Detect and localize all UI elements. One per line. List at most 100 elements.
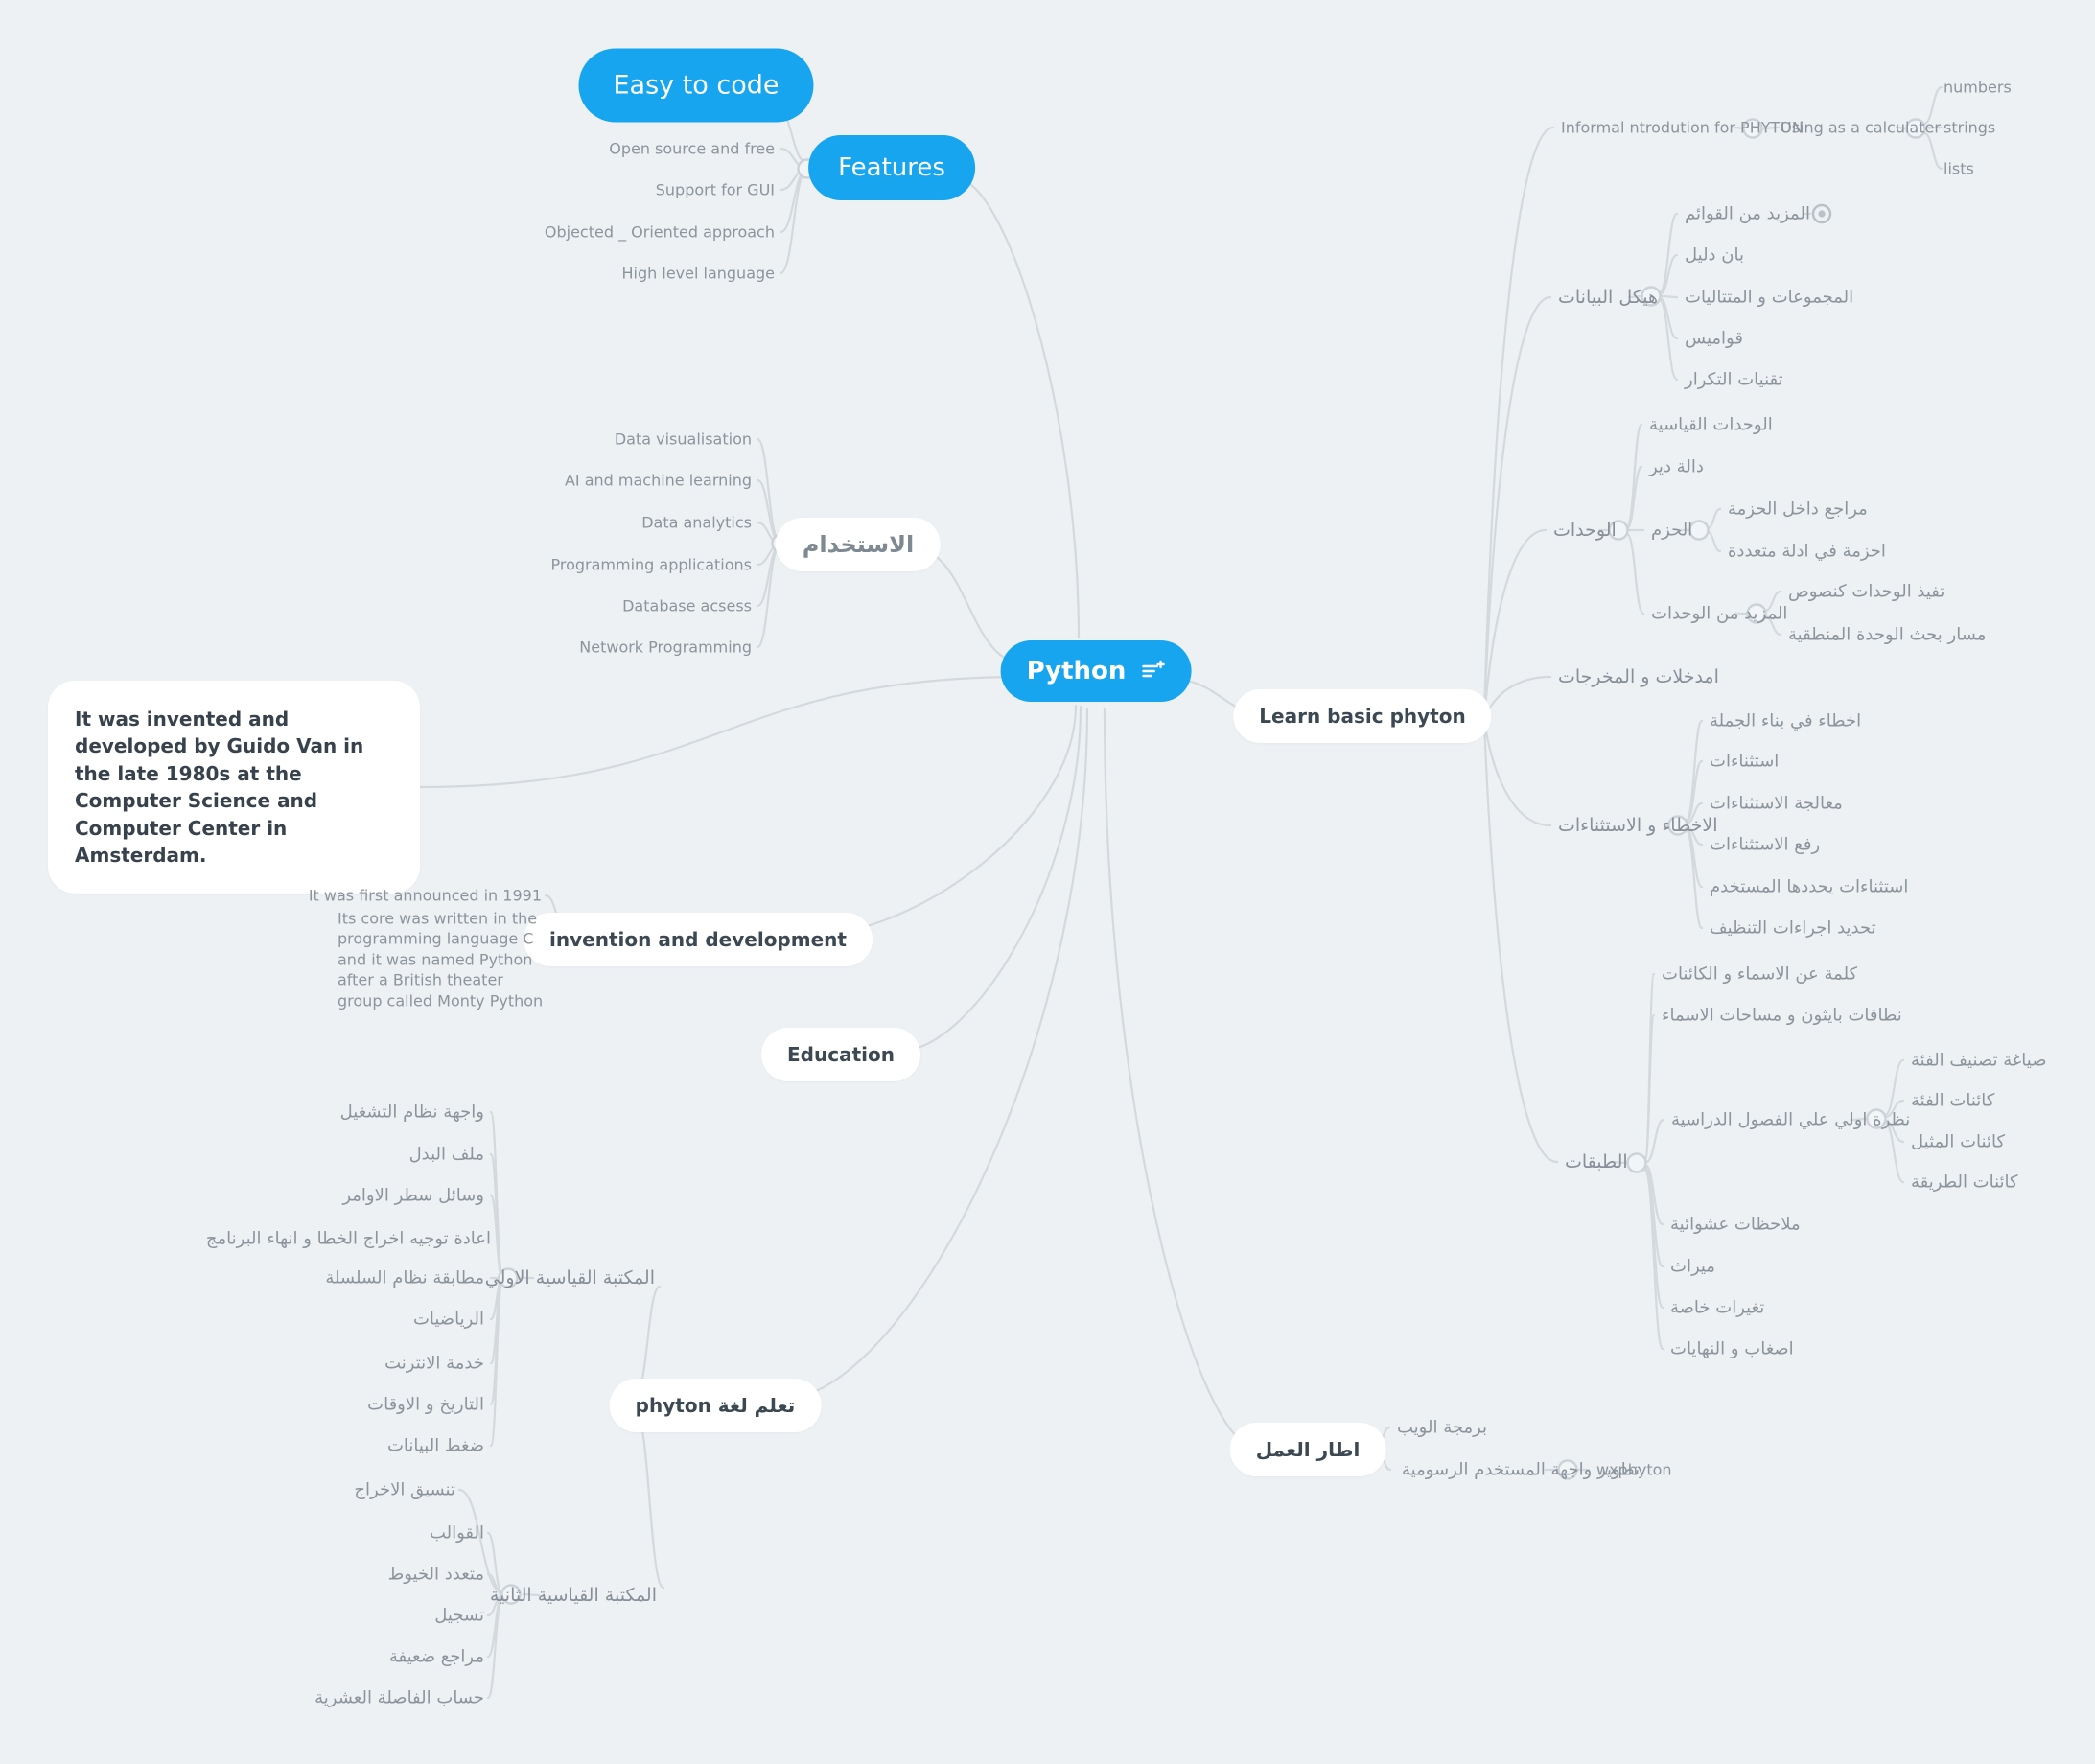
fw-wxphyton[interactable]: wxphyton: [1596, 1461, 1672, 1479]
mod-dir-function[interactable]: دالة دير: [1649, 457, 1704, 477]
cls-class-objects[interactable]: كائنات الفئة: [1911, 1091, 1994, 1111]
branch-hub[interactable]: [1667, 815, 1688, 836]
invention-and-development[interactable]: invention and development: [524, 913, 873, 966]
core-language-note[interactable]: Its core was written in the programming …: [338, 908, 548, 1010]
mod-standard-modules[interactable]: الوحدات القياسية: [1649, 415, 1773, 435]
cls-inheritance[interactable]: ميراث: [1670, 1257, 1715, 1277]
feature-oop[interactable]: Objected _ Oriented approach: [545, 223, 775, 242]
err-exceptions[interactable]: استثناءات: [1710, 752, 1779, 772]
calc-lists[interactable]: lists: [1944, 160, 1974, 178]
cls-instance-objects[interactable]: كائنات المثيل: [1911, 1132, 2005, 1152]
branch-hub[interactable]: [1866, 1108, 1887, 1129]
branch-hub[interactable]: [1641, 286, 1662, 307]
fw-gui-development[interactable]: تطوير واجهة المستخدم الرسومية: [1402, 1460, 1640, 1480]
feature-gui[interactable]: Support for GUI: [656, 181, 775, 199]
usage-ai-ml[interactable]: AI and machine learning: [565, 472, 752, 490]
calc-strings[interactable]: strings: [1944, 119, 1995, 137]
standard-library-2[interactable]: المكتبة القياسية الثانية: [490, 1585, 657, 1606]
cls-random-remarks[interactable]: ملاحظات عشوائية: [1670, 1215, 1801, 1235]
branch-hub[interactable]: [498, 1267, 519, 1288]
standard-library-1[interactable]: المكتبة القياسية الاولي: [485, 1267, 655, 1288]
cls-definition-syntax[interactable]: صياغة تصنيف الفئة: [1911, 1051, 2047, 1071]
lib2-logging[interactable]: تسجيل: [434, 1606, 484, 1626]
learn-phyton-language[interactable]: تعلم لغة phyton: [609, 1379, 822, 1432]
data-structures[interactable]: هيكل البيانات: [1558, 287, 1658, 308]
lib1-os-interface[interactable]: واجهة نظام التشغيل: [340, 1102, 484, 1123]
branch-hub[interactable]: [1608, 520, 1629, 541]
learn-basic-phyton[interactable]: Learn basic phyton: [1233, 689, 1492, 743]
lib2-multithreading[interactable]: متعدد الخيوط: [388, 1565, 484, 1585]
lib1-internet-service[interactable]: خدمة الانترنت: [384, 1354, 484, 1374]
lib1-math[interactable]: الرياضيات: [413, 1310, 484, 1330]
feature-open-source[interactable]: Open source and free: [609, 140, 775, 158]
pkg-multiple-directories[interactable]: احزمة في ادلة متعددة: [1728, 542, 1886, 562]
branch-hub[interactable]: [1557, 1459, 1578, 1480]
cls-method-objects[interactable]: كائنات الطريقة: [1911, 1172, 2018, 1193]
mod-packages[interactable]: الحزم: [1651, 521, 1692, 541]
more-mod-as-scripts[interactable]: تفيذ الوحدات كنصوص: [1788, 582, 1944, 602]
branch-hub[interactable]: [1905, 118, 1926, 139]
cls-names-objects[interactable]: كلمة عن الاسماء و الكائنات: [1662, 964, 1857, 985]
features[interactable]: Features: [808, 135, 975, 200]
classes[interactable]: الطبقات: [1565, 1151, 1628, 1172]
usage-data-analytics[interactable]: Data analytics: [641, 514, 752, 532]
connector: [1482, 126, 1555, 718]
guido-note[interactable]: It was invented and developed by Guido V…: [48, 680, 420, 894]
err-syntax-errors[interactable]: اخطاء في بناء الجملة: [1710, 711, 1861, 731]
modules[interactable]: الوحدات: [1553, 520, 1617, 541]
lib2-templates[interactable]: القوالب: [430, 1523, 484, 1544]
err-raising-exceptions[interactable]: رفع الاستثناءات: [1710, 835, 1820, 855]
lib1-dates-times[interactable]: التاريخ و الاوقات: [367, 1395, 484, 1415]
lib2-decimal-arithmetic[interactable]: حساب الفاصلة العشرية: [314, 1688, 484, 1708]
ds-dictionaries[interactable]: قواميس: [1685, 329, 1743, 349]
ds-more-lists[interactable]: المزيد من القوائم: [1685, 204, 1810, 224]
lib1-string-matching[interactable]: مطابقة نظام السلسلة: [325, 1268, 484, 1288]
collapsed-more-lists-collapse-icon[interactable]: [1811, 203, 1832, 224]
ds-sets-sequences[interactable]: المجموعات و المتتاليات: [1685, 288, 1853, 308]
classes-label: الطبقات: [1565, 1151, 1628, 1172]
err-handling-exceptions[interactable]: معالجة الاستثناءات: [1710, 794, 1843, 814]
usage[interactable]: الاستخدام: [775, 518, 942, 571]
announced-1991[interactable]: It was first announced in 1991: [309, 887, 542, 905]
cls-private-variables[interactable]: تغيرات خاصة: [1670, 1298, 1764, 1318]
usage-data-visualisation[interactable]: Data visualisation: [615, 430, 752, 449]
calc-numbers[interactable]: numbers: [1944, 79, 2012, 97]
branch-hub[interactable]: [500, 1584, 522, 1605]
fw-web-programming[interactable]: برمجة الويب: [1397, 1418, 1487, 1438]
lib2-weak-references[interactable]: مراجع ضعيفة: [389, 1647, 484, 1667]
branch-hub[interactable]: [1746, 603, 1767, 624]
lib1-wildcard-file[interactable]: ملف البدل: [409, 1145, 484, 1165]
fw-web-programming-label: برمجة الويب: [1397, 1417, 1488, 1438]
branch-hub[interactable]: [1626, 1152, 1647, 1173]
ds-looping-techniques[interactable]: تقنيات التكرار: [1685, 370, 1783, 390]
lib1-command-line[interactable]: وسائل سطر الاوامر: [342, 1186, 484, 1206]
framework[interactable]: اطار العمل: [1229, 1423, 1386, 1476]
cls-odds-ends[interactable]: اصغاب و النهايات: [1670, 1339, 1794, 1359]
errors-exceptions[interactable]: الاخطاء و الاستثناءات: [1558, 815, 1718, 836]
usage-database[interactable]: Database acsess: [622, 597, 752, 615]
branch-hub[interactable]: [1688, 520, 1710, 541]
lib1-error-redirect[interactable]: اعادة توجيه اخراج الخطا و انهاء البرنامج: [206, 1229, 491, 1249]
ds-ban-dalil[interactable]: بان دليل: [1685, 245, 1744, 266]
cls-first-look[interactable]: نظرة اولي علي الفصول الدراسية: [1671, 1110, 1910, 1130]
lib1-data-compression[interactable]: ضغط البيانات: [387, 1436, 484, 1456]
pkg-intra-references[interactable]: مراجع داخل الحزمة: [1728, 499, 1868, 520]
education[interactable]: Education: [761, 1028, 920, 1081]
informal-introduction[interactable]: Informal ntrodution for PHYTON: [1561, 119, 1804, 137]
using-as-calculater[interactable]: Using as a calculater: [1781, 119, 1941, 137]
lib2-output-formatting[interactable]: تنسيق الاخراج: [354, 1480, 455, 1500]
mod-more-modules[interactable]: المزيد من الوحدات: [1651, 604, 1787, 624]
more-mod-search-path[interactable]: مسار بحث الوحدة المنطقية: [1788, 625, 1986, 645]
cls-scopes-namespaces[interactable]: نطاقات بايثون و مساحات الاسماء: [1662, 1006, 1902, 1026]
notes-add-icon: [1140, 660, 1165, 683]
feature-high-level[interactable]: High level language: [622, 265, 775, 283]
easy-to-code[interactable]: Easy to code: [578, 48, 814, 123]
inputs-outputs[interactable]: امدخلات و المخرجات: [1558, 666, 1719, 687]
err-user-defined[interactable]: استثناءات يحددها المستخدم: [1710, 877, 1908, 897]
err-cleanup-actions[interactable]: تحديد اجراءات التنظيف: [1710, 918, 1876, 939]
branch-hub[interactable]: [1742, 118, 1763, 139]
usage-network[interactable]: Network Programming: [579, 638, 752, 657]
python-root[interactable]: Python: [1000, 640, 1192, 702]
usage-programming-apps[interactable]: Programming applications: [550, 556, 752, 574]
